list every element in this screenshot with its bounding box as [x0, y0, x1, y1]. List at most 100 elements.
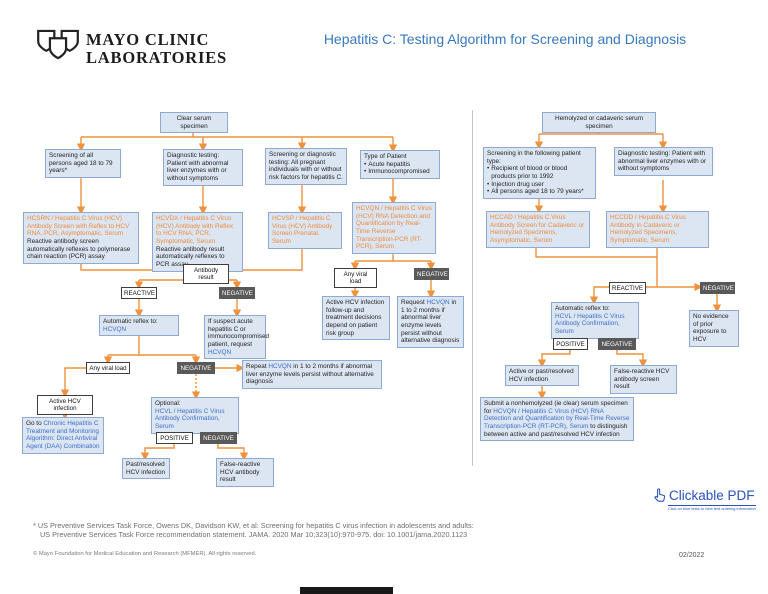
- revision-date: 02/2022: [679, 552, 705, 559]
- brand-wordmark: MAYO CLINIC LABORATORIES: [86, 31, 227, 67]
- item-text: All persons aged 18 to 79 years*: [491, 188, 584, 196]
- hcvl-link[interactable]: HCVL / Hepatitis C Virus Antibody Confir…: [155, 407, 225, 431]
- node-hcsrn-test: HCSRN / Hepatitis C Virus (HCV) Antibody…: [23, 212, 139, 265]
- item-text: Injection drug user: [491, 180, 544, 188]
- label-negative: NEGATIVE: [598, 338, 636, 351]
- item-text: Recipient of blood or blood products pri…: [491, 165, 568, 181]
- hcsrn-test-link[interactable]: HCSRN / Hepatitis C Virus (HCV) Antibody…: [27, 215, 130, 238]
- mayo-clinic-logo-icon: [37, 29, 79, 60]
- repeat-suffix: in 1 to 2 months if abnormal liver enzym…: [246, 363, 374, 386]
- bullet-icon: •: [487, 188, 490, 196]
- submit-suffix: to distinguish between active and past/r…: [484, 423, 628, 438]
- node-hcvqn-test: HCVQN / Hepatitis C Virus (HCV) RNA Dete…: [352, 202, 436, 255]
- screening-item: • All persons aged 18 to 79 years*: [487, 188, 592, 196]
- node-active-followup: Active HCV infection follow-up and treat…: [322, 296, 390, 341]
- hcsrn-test-note: Reactive antibody screen automatically r…: [27, 238, 131, 261]
- footnote-line1: * US Preventive Services Task Force, Owe…: [33, 521, 474, 530]
- bullet-icon: •: [364, 160, 367, 168]
- node-diagnostic-testing: Diagnostic testing: Patient with abnorma…: [163, 149, 243, 186]
- label-active-hcv-infection: Active HCV infection: [37, 395, 93, 415]
- type-of-patient-item: • Acute hepatitis: [364, 161, 436, 169]
- node-hcvdx-test: HCVDX / Hepatitis C Virus (HCV) Antibody…: [152, 212, 243, 272]
- node-goto-chronic-algorithm: Go to Chronic Hepatitis C Treatment and …: [22, 417, 104, 454]
- bullet-icon: •: [487, 165, 490, 173]
- hcvqn-link[interactable]: HCVQN: [426, 299, 450, 306]
- hcvdx-test-note: Reactive antibody result automatically r…: [156, 245, 225, 269]
- label-negative: NEGATIVE: [177, 362, 215, 375]
- request-prefix: Request: [401, 299, 427, 306]
- hand-pointer-icon: [654, 488, 666, 502]
- repeat-prefix: Repeat: [246, 363, 269, 370]
- label-negative: NEGATIVE: [414, 268, 449, 281]
- node-request-hcvqn: Request HCVQN in 1 to 2 months if abnorm…: [397, 296, 464, 349]
- copyright: © Mayo Foundation for Medical Education …: [33, 551, 257, 557]
- node-auto-reflex-hcvl: Automatic reflex to: HCVL / Hepatitis C …: [551, 302, 639, 339]
- node-active-or-past-resolved: Active or past/resolved HCV infection: [505, 365, 579, 387]
- type-of-patient-item: • Immunocompromised: [364, 168, 436, 176]
- label-reactive: REACTIVE: [121, 287, 157, 300]
- node-auto-reflex-hcvqn: Automatic reflex to: HCVQN: [99, 315, 179, 337]
- page-title: Hepatitis C: Testing Algorithm for Scree…: [323, 31, 687, 47]
- suspect-text: If suspect acute hepatitis C or immunoco…: [208, 318, 270, 349]
- node-screening-patient-type: Screening in the following patient type:…: [483, 147, 596, 200]
- brand-line2: LABORATORIES: [86, 47, 228, 67]
- footnote: * US Preventive Services Task Force, Owe…: [33, 521, 474, 540]
- node-suspect-acute: If suspect acute hepatitis C or immunoco…: [204, 315, 270, 360]
- label-negative: NEGATIVE: [700, 282, 735, 295]
- auto-reflex-prefix: Automatic reflex to:: [103, 318, 158, 325]
- node-false-reactive-screen: False-reactive HCV antibody screen resul…: [610, 365, 677, 395]
- node-diagnostic-testing-right: Diagnostic testing: Patient with abnorma…: [614, 147, 713, 177]
- hccdd-test-link[interactable]: HCCDD / Hepatitis C Virus Antibody in Ca…: [610, 214, 686, 245]
- submit-prefix: Submit a nonhemolyzed (ie clear) serum s…: [484, 400, 628, 415]
- hcvqn-link[interactable]: HCVQN: [103, 325, 127, 333]
- item-text: Acute hepatitis: [368, 160, 411, 168]
- label-antibody-result: Antibody result: [183, 264, 229, 284]
- label-negative: NEGATIVE: [219, 287, 255, 300]
- node-hcvsp-test: HCVSP / Hepatitis C Virus (HCV) Antibody…: [268, 212, 342, 249]
- type-of-patient-title: Type of Patient: [364, 153, 407, 160]
- bullet-icon: •: [487, 180, 490, 188]
- node-hccdd-test: HCCDD / Hepatitis C Virus Antibody in Ca…: [606, 211, 709, 248]
- screening-title: Screening in the following patient type:: [487, 150, 581, 165]
- node-false-reactive: False-reactive HCV antibody result: [216, 458, 274, 488]
- clickable-pdf-label: Clickable PDF: [669, 488, 755, 503]
- brand-line1: MAYO CLINIC: [86, 30, 210, 49]
- node-hccad-test: HCCAD / Hepatitis C Virus Antibody Scree…: [486, 211, 590, 248]
- label-positive: POSITIVE: [553, 338, 588, 351]
- label-negative: NEGATIVE: [200, 432, 237, 445]
- clickable-pdf-subtext: Click on blue tests to view test orderin…: [668, 505, 756, 511]
- node-repeat-hcvqn: Repeat HCVQN in 1 to 2 months if abnorma…: [242, 360, 382, 390]
- node-screening-prenatal: Screening or diagnostic testing: All pre…: [265, 148, 347, 185]
- hccad-test-link[interactable]: HCCAD / Hepatitis C Virus Antibody Scree…: [490, 214, 585, 245]
- column-divider: [472, 110, 473, 466]
- node-hemolyzed-specimen: Hemolyzed or cadaveric serum specimen: [542, 112, 656, 134]
- chronic-hepatitis-algorithm-link[interactable]: Chronic Hepatitis C Treatment and Monito…: [26, 420, 100, 451]
- node-type-of-patient: Type of Patient • Acute hepatitis • Immu…: [360, 150, 440, 180]
- node-past-resolved: Past/resolved HCV infection: [122, 458, 170, 480]
- request-suffix: in 1 to 2 months if abnormal liver enzym…: [401, 299, 460, 345]
- hcvqn-test-link[interactable]: HCVQN / Hepatitis C Virus (HCV) RNA Dete…: [356, 205, 432, 251]
- node-optional-hcvl: Optional: HCVL / Hepatitis C Virus Antib…: [151, 397, 239, 434]
- hcvqn-link[interactable]: HCVQN: [268, 363, 292, 370]
- node-no-evidence: No evidence of prior exposure to HCV: [689, 310, 739, 347]
- node-clear-serum-specimen: Clear serum specimen: [160, 112, 228, 134]
- hcvl-link[interactable]: HCVL / Hepatitis C Virus Antibody Confir…: [555, 312, 625, 336]
- auto-reflex-prefix: Automatic reflex to:: [555, 305, 610, 312]
- label-positive: POSITIVE: [156, 432, 193, 445]
- hcvsp-test-link[interactable]: HCVSP / Hepatitis C Virus (HCV) Antibody…: [272, 215, 333, 246]
- optional-prefix: Optional:: [155, 400, 181, 407]
- node-screening-all-persons: Screening of all persons aged 18 to 79 y…: [45, 149, 121, 179]
- hcvqn-link[interactable]: HCVQN: [208, 348, 232, 356]
- label-any-viral-load: Any viral load: [334, 268, 377, 288]
- bottom-edge-bar: [300, 587, 393, 594]
- goto-prefix: Go to: [26, 420, 44, 427]
- screening-item: • Recipient of blood or blood products p…: [487, 165, 592, 180]
- clickable-pdf-badge: Clickable PDF Click on blue tests to vie…: [652, 487, 756, 511]
- bullet-icon: •: [364, 168, 367, 176]
- label-reactive: REACTIVE: [609, 282, 646, 295]
- hcvqn-link[interactable]: HCVQN / Hepatitis C Virus (HCV) RNA Dete…: [484, 407, 630, 431]
- screening-item: • Injection drug user: [487, 181, 592, 189]
- footnote-line2: US Preventive Services Task Force recomm…: [40, 530, 468, 540]
- hcvdx-test-link[interactable]: HCVDX / Hepatitis C Virus (HCV) Antibody…: [156, 215, 234, 246]
